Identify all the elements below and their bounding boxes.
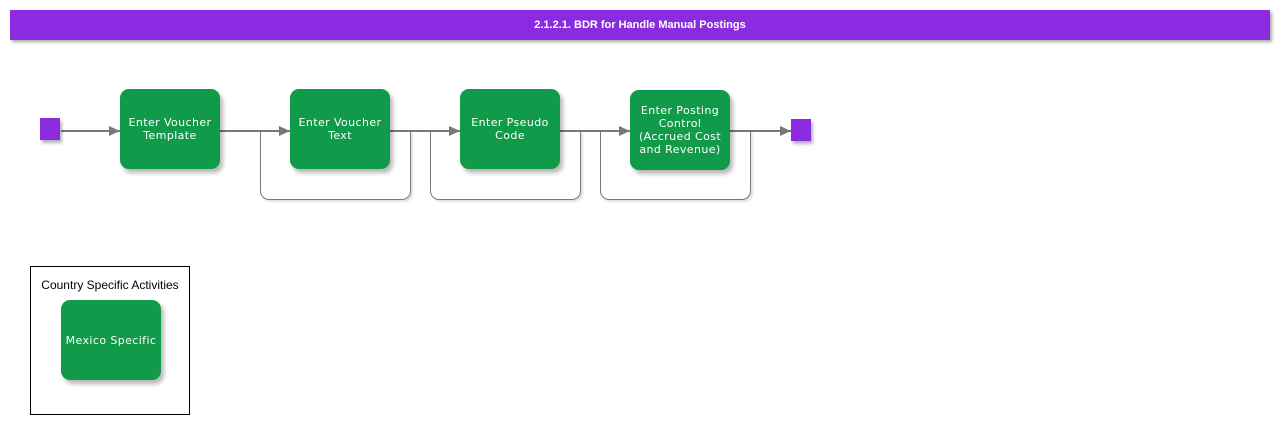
task-enter-pseudo-code[interactable]: Enter Pseudo Code [460,89,560,169]
page-title: 2.1.2.1. BDR for Handle Manual Postings [534,19,746,31]
task-enter-voucher-text[interactable]: Enter Voucher Text [290,89,390,169]
arrowhead-icon [619,126,630,136]
arrowhead-icon [449,126,460,136]
task-enter-posting-control[interactable]: Enter Posting Control (Accrued Cost and … [630,90,730,170]
arrowhead-icon [780,126,791,136]
country-specific-activities-panel: Country Specific Activities Mexico Speci… [30,266,190,415]
flow-connector-line [61,130,791,132]
loop-connector-posting-control [600,131,751,200]
start-node [40,118,60,140]
arrowhead-icon [279,126,290,136]
end-node [791,119,811,141]
loop-connector-pseudo-code [430,131,581,200]
task-mexico-specific[interactable]: Mexico Specific [61,300,161,380]
task-enter-voucher-template[interactable]: Enter Voucher Template [120,89,220,169]
loop-connector-voucher-text [260,131,411,200]
diagram-title-bar: 2.1.2.1. BDR for Handle Manual Postings [10,10,1270,40]
country-panel-title: Country Specific Activities [41,278,179,292]
arrowhead-icon [109,126,120,136]
